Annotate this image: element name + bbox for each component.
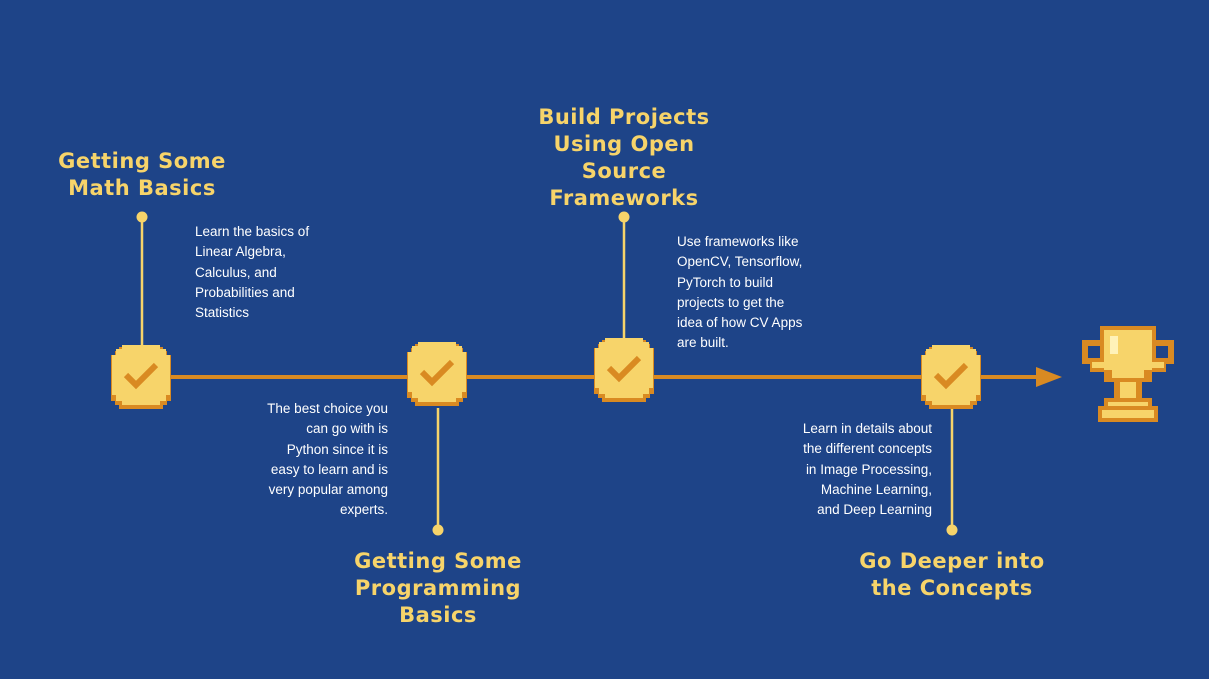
title-line: Frameworks xyxy=(549,186,699,210)
title-line: Getting Some xyxy=(354,549,522,573)
milestone-3-title: Build Projects Using Open Source Framewo… xyxy=(514,104,734,212)
description-line: easy to learn and is xyxy=(270,461,388,477)
title-line: Basics xyxy=(399,603,477,627)
title-line: Using Open xyxy=(553,132,695,156)
description-line: Python since it is xyxy=(286,441,388,457)
description-line: Calculus, and xyxy=(195,264,277,280)
description-line: Machine Learning, xyxy=(820,481,932,497)
milestone-1-title: Getting Some Math Basics xyxy=(42,148,242,202)
description-line: Statistics xyxy=(195,305,250,321)
checkmark-coin-icon xyxy=(111,345,171,409)
milestone-3-description: Use frameworks like OpenCV, Tensorflow, … xyxy=(677,232,837,354)
milestone-2-description: The best choice you can go with is Pytho… xyxy=(228,399,388,521)
description-line: projects to get the xyxy=(677,294,785,310)
description-line: Linear Algebra, xyxy=(195,244,286,260)
description-line: Use frameworks like xyxy=(677,234,799,249)
description-line: the different concepts xyxy=(803,441,932,457)
title-line: Go Deeper into xyxy=(859,549,1045,573)
description-line: in Image Processing, xyxy=(805,461,932,477)
milestone-2-title: Getting Some Programming Basics xyxy=(328,548,548,629)
description-line: The best choice you xyxy=(267,401,388,416)
checkmark-coin-icon xyxy=(594,338,654,402)
connector-stems xyxy=(140,218,954,530)
description-line: experts. xyxy=(339,502,388,518)
arrow-head-icon xyxy=(1036,367,1062,387)
description-line: idea of how CV Apps xyxy=(677,315,803,331)
title-line: the Concepts xyxy=(871,576,1033,600)
description-line: PyTorch to build xyxy=(677,274,774,290)
description-line: Learn the basics of xyxy=(195,224,310,239)
description-line: and Deep Learning xyxy=(817,502,932,518)
description-line: Probabilities and xyxy=(195,284,295,300)
description-line: Learn in details about xyxy=(802,421,932,436)
milestone-4-title: Go Deeper into the Concepts xyxy=(832,548,1072,602)
description-line: can go with is xyxy=(306,421,388,437)
title-line: Source xyxy=(581,159,667,183)
description-line: OpenCV, Tensorflow, xyxy=(677,254,803,270)
checkmark-coin-icon xyxy=(407,342,467,406)
connector-dot-3 xyxy=(618,211,630,223)
milestone-1-description: Learn the basics of Linear Algebra, Calc… xyxy=(195,222,345,323)
title-line: Build Projects xyxy=(538,105,710,129)
trophy-icon xyxy=(1082,326,1174,422)
title-line: Getting Some xyxy=(58,149,226,173)
description-line: very popular among xyxy=(268,482,388,498)
title-line: Programming xyxy=(354,576,522,600)
title-line: Math Basics xyxy=(68,176,216,200)
milestone-4-description: Learn in details about the different con… xyxy=(752,419,932,520)
checkmark-coin-icon xyxy=(921,345,981,409)
connector-dot-2 xyxy=(432,524,444,536)
connector-dot-4 xyxy=(946,524,958,536)
connector-dot-1 xyxy=(136,211,148,223)
description-line: are built. xyxy=(677,335,729,351)
connector-dots xyxy=(136,211,958,536)
